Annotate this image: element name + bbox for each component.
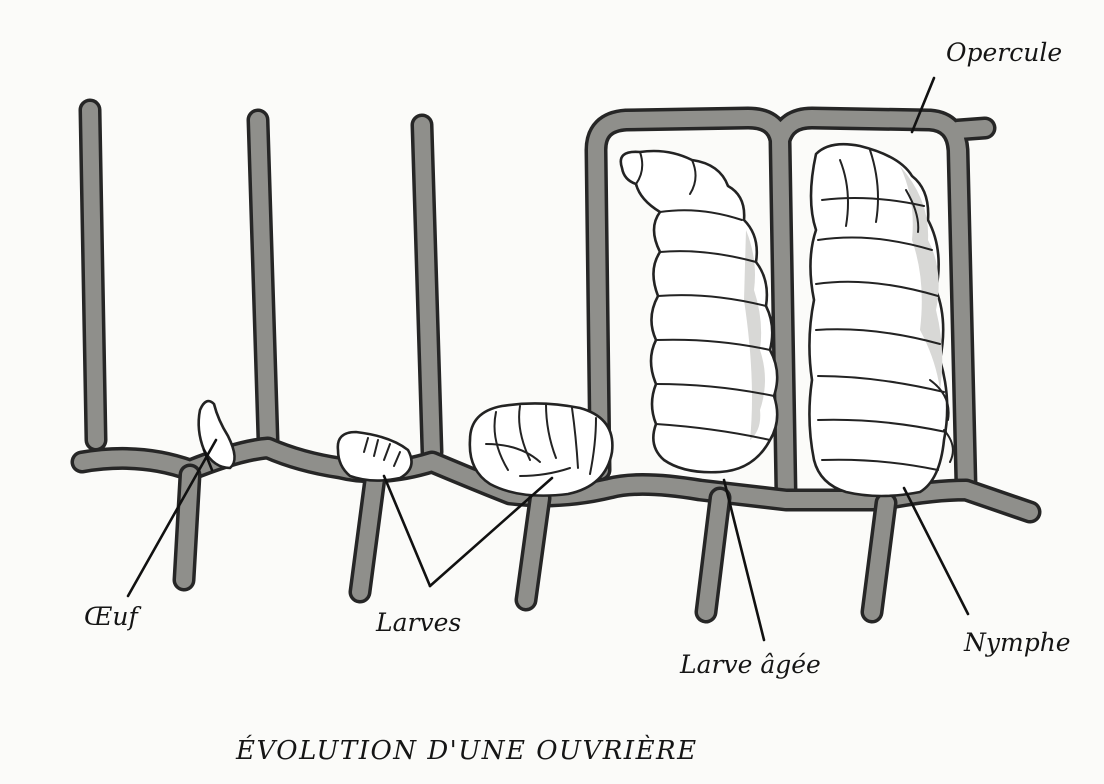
label-larve-agee: Larve âgée [680,652,821,677]
leader-larves-1 [384,476,430,586]
figure-caption: ÉVOLUTION D'UNE OUVRIÈRE [236,738,698,764]
young-larva-small [338,432,412,481]
young-larva-curled [470,403,613,495]
label-oeuf: Œuf [84,604,138,629]
label-nymphe: Nymphe [964,630,1071,655]
nymph [809,144,952,496]
old-larva [621,151,777,472]
label-larves: Larves [376,610,461,635]
leader-nymphe [904,488,968,614]
open-cell-walls [90,110,432,452]
label-opercule: Opercule [946,40,1062,65]
